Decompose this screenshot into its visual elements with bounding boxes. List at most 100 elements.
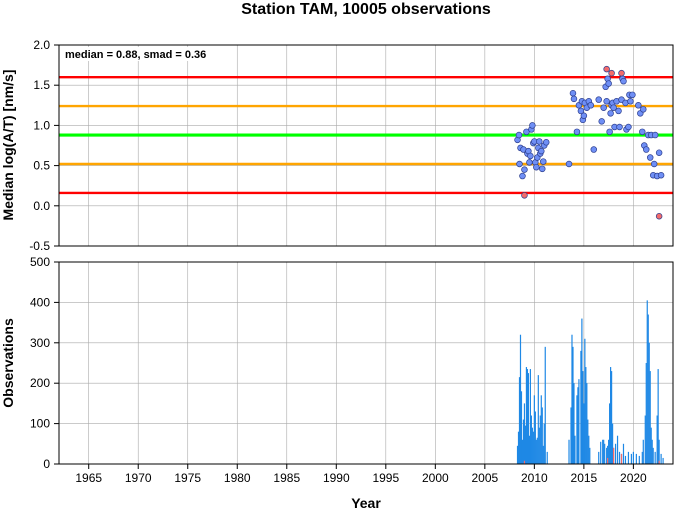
observation-bar [532,431,534,464]
observation-bar [630,453,633,464]
observation-bar [570,407,572,464]
observation-bar [516,445,519,464]
bottom-y-tick-label: 400 [30,295,50,309]
observation-bar [538,427,540,464]
observation-bar [651,439,653,464]
data-point [655,149,663,156]
x-tick-label: 1975 [174,471,201,485]
observation-bar [540,395,542,464]
data-point [627,98,634,105]
observation-bar [583,403,585,464]
data-point [625,123,632,131]
observation-bar [638,455,640,464]
data-point [519,172,526,180]
data-point [643,146,650,153]
data-point [533,163,540,171]
observation-bar [535,439,537,464]
data-point [521,166,528,173]
observation-bar [620,453,623,464]
top-plot-frame [58,44,674,247]
observation-bar [607,445,609,464]
observation-bar [539,415,541,464]
observation-bar [624,455,627,464]
observation-bar [608,439,610,464]
observation-bar [648,342,650,464]
observation-bar [524,425,527,464]
observation-bar [523,403,526,464]
data-point [565,160,573,168]
data-point [610,104,617,111]
bottom-y-tick-label: 200 [30,376,50,390]
data-point [620,77,627,85]
observation-bar [658,439,660,464]
observation-bar [586,383,588,464]
x-tick-label: 1970 [125,471,152,485]
observation-bar [546,451,548,464]
data-point [587,102,595,109]
top-y-tick-label: 2.0 [33,38,50,52]
observation-bar [577,387,579,464]
observation-bar [604,443,606,464]
x-tick-label: 2005 [471,471,498,485]
top-y-tick-label: 0.5 [33,159,50,173]
data-points [514,65,665,220]
observation-bar [610,367,612,464]
top-y-tick-label: 1.5 [33,78,50,92]
observation-bar [520,391,523,464]
observation-bar [573,383,575,464]
observation-bar [627,451,630,464]
observation-bar [598,451,600,464]
data-point [616,123,623,131]
observation-bar [589,447,591,464]
data-point [640,106,647,113]
x-tick-label: 2000 [422,471,449,485]
observation-bar [544,346,546,464]
observation-bar [622,443,625,464]
observation-bar [523,460,526,464]
bottom-y-tick-label: 0 [43,457,50,471]
observation-bar [571,334,573,464]
data-point [598,118,605,125]
data-point [580,112,588,120]
observation-bar [642,439,644,464]
data-point [538,147,545,155]
observation-bar [654,451,656,464]
data-point [650,160,658,168]
data-point [536,138,543,145]
observation-bar [645,363,647,464]
bottom-y-tick-label: 500 [30,255,50,269]
data-point [629,91,636,99]
observation-bar [603,439,605,464]
observation-bar [609,403,611,464]
data-point [521,192,528,199]
data-point [527,152,534,160]
data-point [606,128,613,136]
data-point [651,131,659,139]
observation-bar [584,338,586,464]
observation-bar [521,439,524,464]
bottom-y-axis-label: Observations [0,318,16,408]
observation-bar [646,300,648,464]
observation-bar [632,451,634,464]
top-y-tick-label: 0.0 [33,199,50,213]
data-point [573,128,581,136]
observation-bar [529,369,531,464]
observation-bar [536,437,538,464]
data-point [590,146,598,153]
observation-bar [519,334,522,464]
observation-bar [581,318,583,464]
data-point [540,158,547,165]
observation-bar [587,419,589,464]
observation-bar [517,431,520,464]
observation-bar [576,395,578,464]
observation-bar [525,367,528,464]
observation-bar [635,453,637,464]
observation-bar [572,346,574,464]
observation-bar [534,411,536,464]
observation-bar [644,415,646,464]
x-tick-label: 2015 [571,471,598,485]
data-point [639,128,646,136]
observation-bar [580,350,582,464]
observation-bar [533,395,535,464]
